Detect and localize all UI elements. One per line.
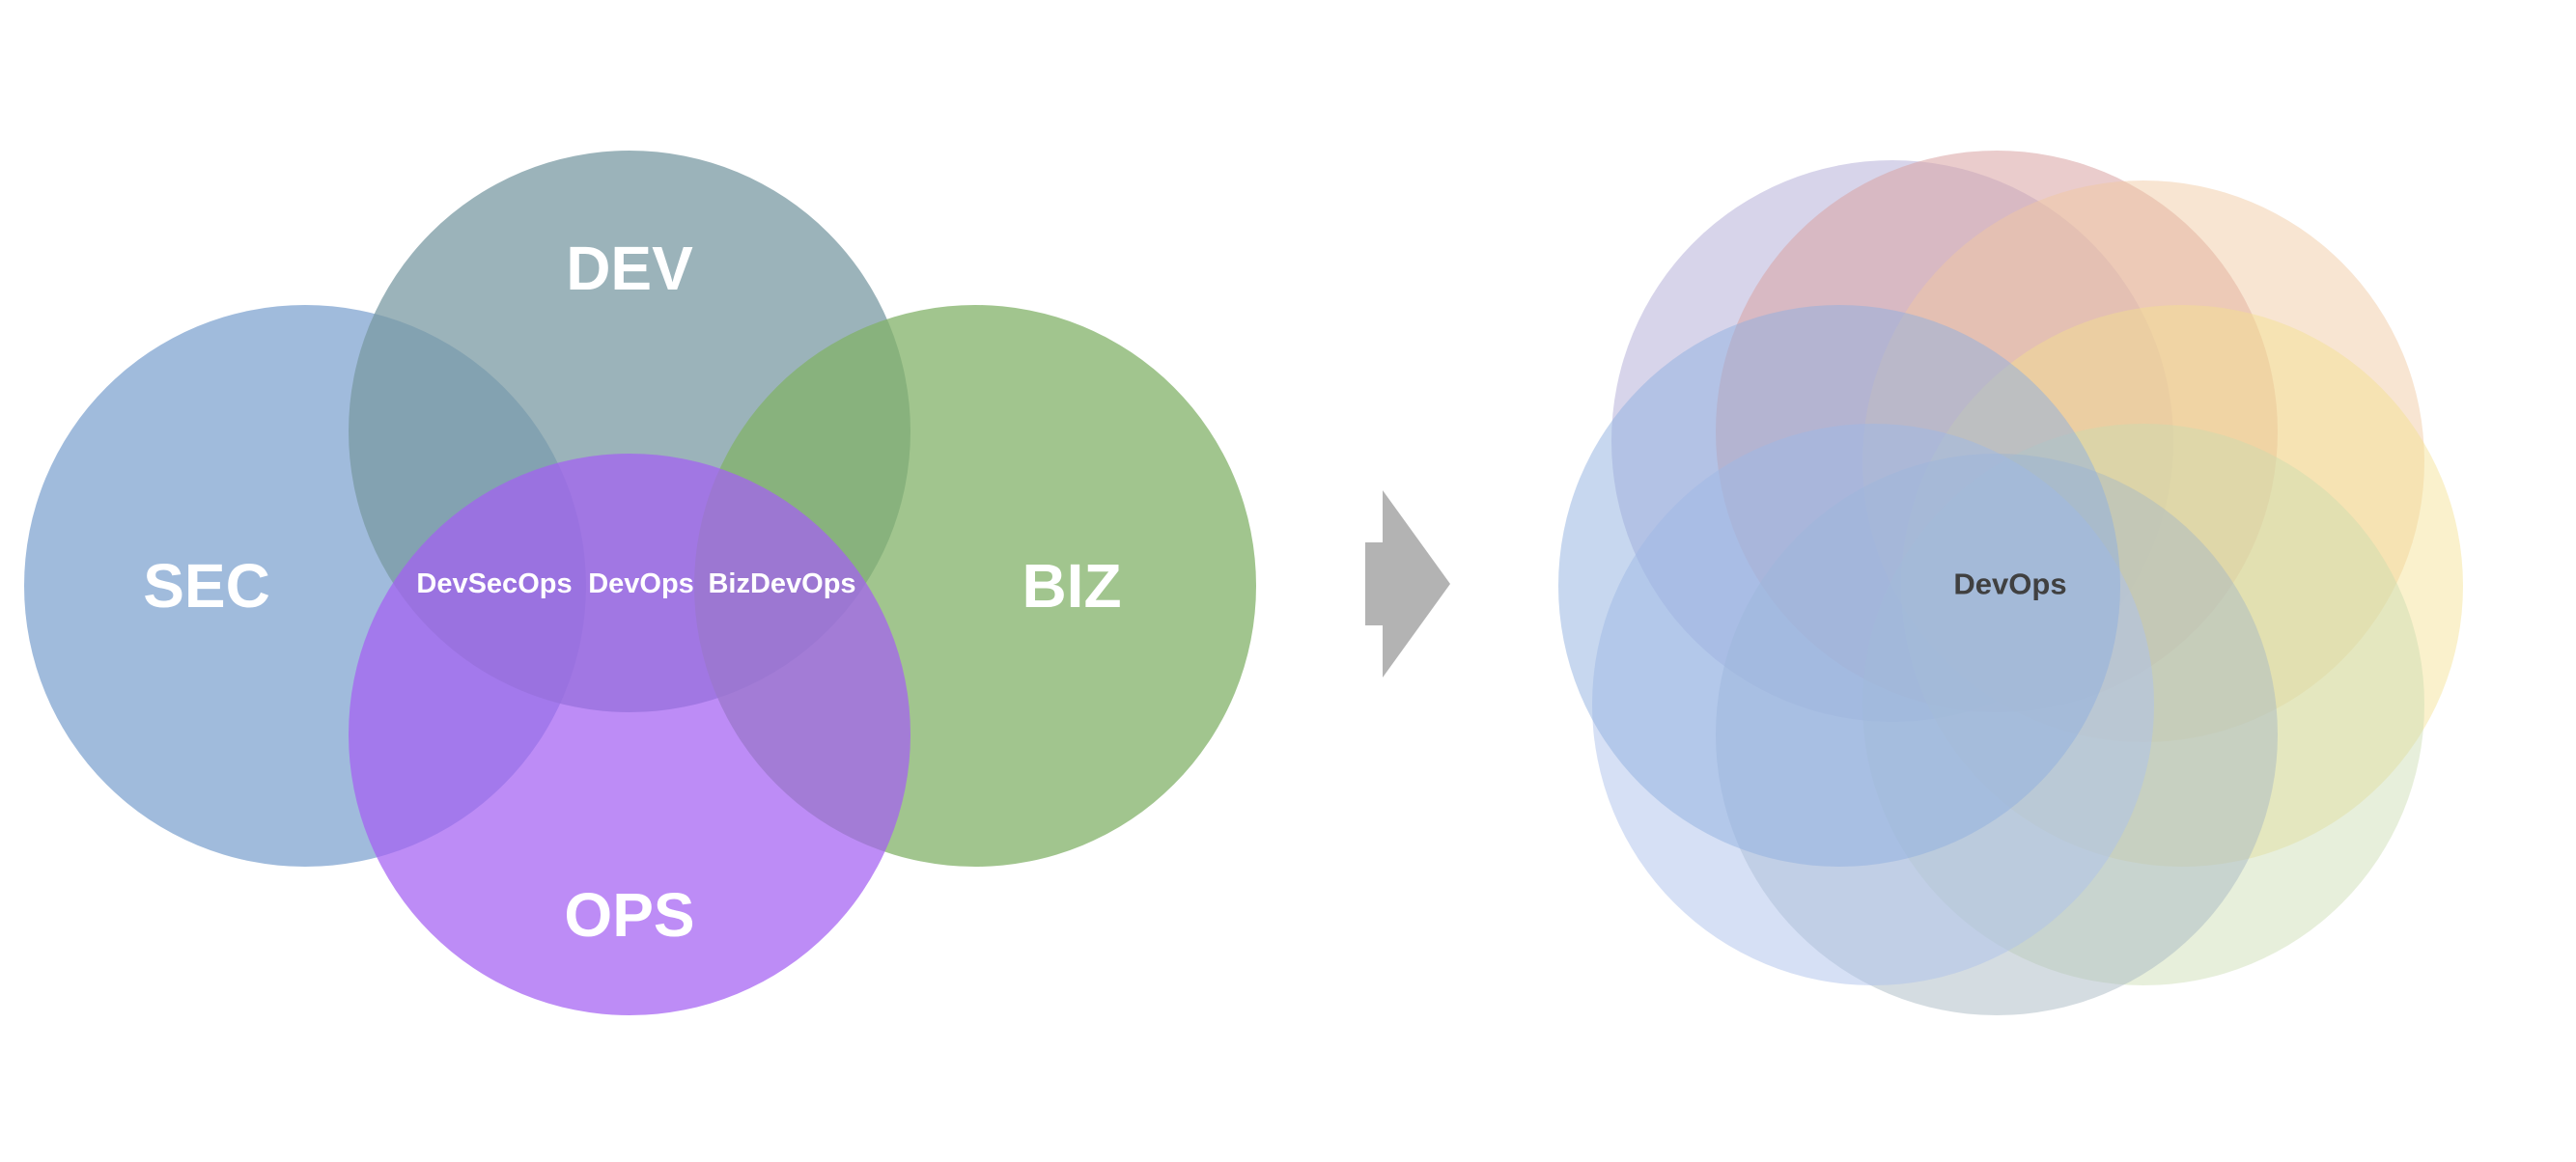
venn-diagram: SEC DEV BIZ OPS DevSecOps DevOps BizDevO… bbox=[24, 151, 1256, 1015]
biz-label: BIZ bbox=[1022, 551, 1121, 621]
ops-circle bbox=[349, 454, 910, 1015]
flower-petal bbox=[1558, 305, 2120, 867]
bizdevops-label: BizDevOps bbox=[708, 568, 855, 599]
devsecops-label: DevSecOps bbox=[416, 568, 572, 599]
ops-label: OPS bbox=[564, 880, 694, 950]
sec-label: SEC bbox=[143, 551, 270, 621]
arrow-right-icon bbox=[1365, 490, 1450, 678]
dev-label: DEV bbox=[566, 234, 693, 303]
flower-diagram: DevOps bbox=[1558, 151, 2463, 1015]
flower-center-label: DevOps bbox=[1953, 567, 2066, 601]
devops-label: DevOps bbox=[588, 568, 694, 599]
